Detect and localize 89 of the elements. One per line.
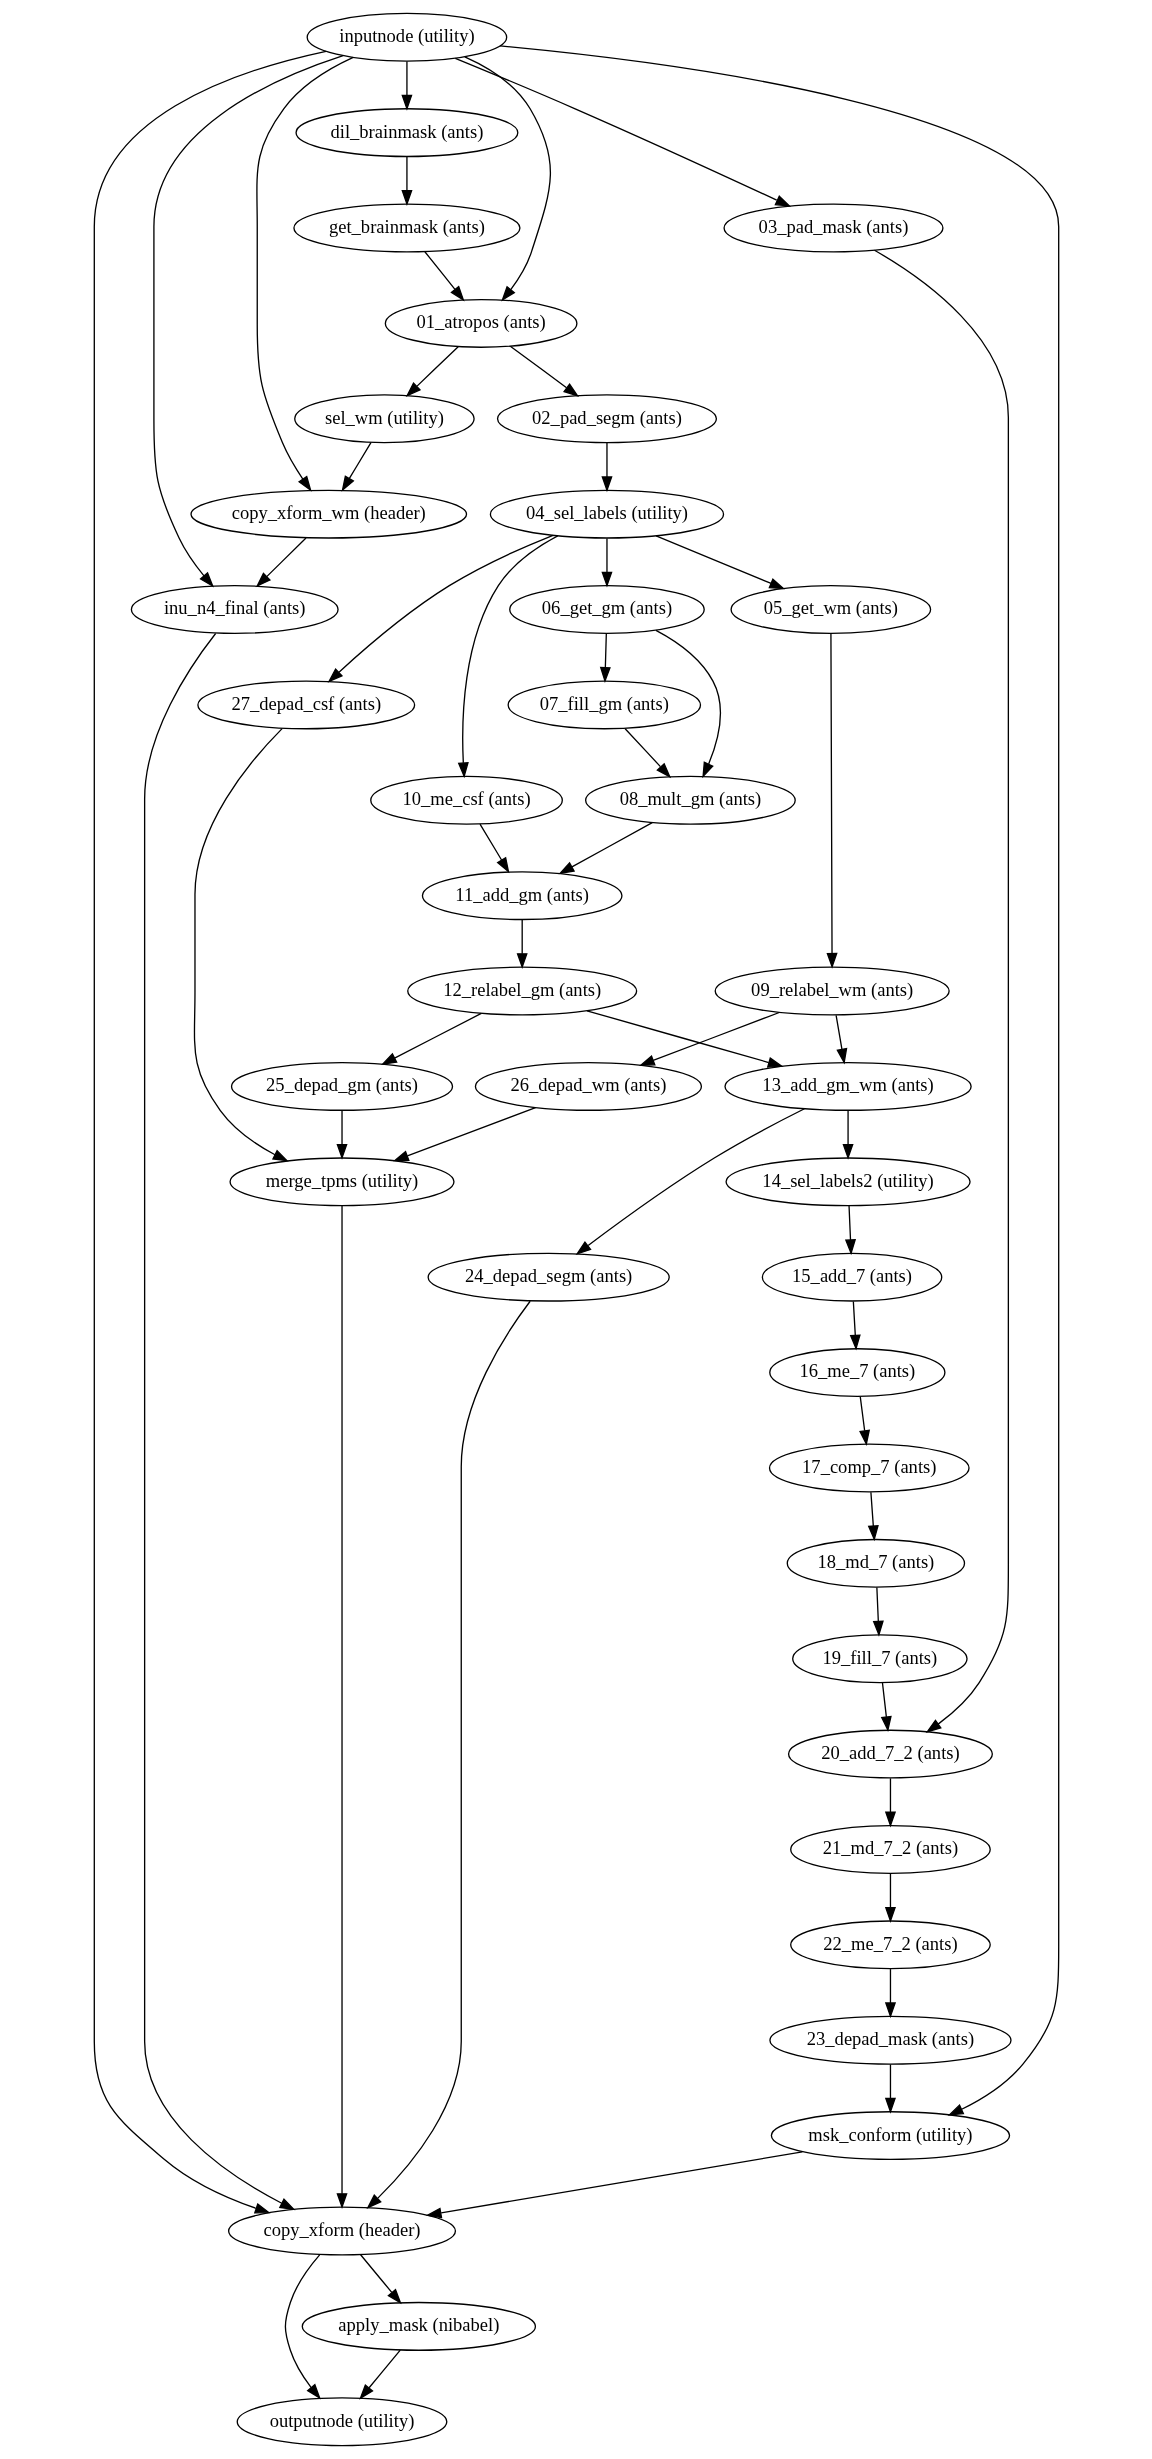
node-ellipse: dil_brainmask (ants) <box>294 108 518 158</box>
node-ellipse: 10_me_csf (ants) <box>369 775 563 825</box>
arrow <box>844 1205 856 1256</box>
arrow <box>654 629 721 779</box>
arrow <box>557 822 653 875</box>
arrow <box>849 1300 861 1351</box>
node-ellipse: apply_mask (nibabel) <box>301 2301 536 2351</box>
node-ellipse: inputnode (utility) <box>306 12 507 62</box>
node-ellipse: 05_get_wm (ants) <box>729 585 931 635</box>
arrow <box>600 537 613 588</box>
node-ellipse: 27_depad_csf (ants) <box>196 680 415 730</box>
node-ellipse: 11_add_gm (ants) <box>421 871 623 921</box>
arrow <box>335 1205 348 2210</box>
arrow <box>842 1110 854 1160</box>
arrow <box>516 919 528 970</box>
node-ellipse: 09_relabel_wm (ants) <box>714 966 950 1016</box>
node-ellipse: 18_md_7 (ants) <box>786 1538 965 1588</box>
arrow <box>884 1968 896 2019</box>
arrow <box>392 1107 536 1162</box>
node-ellipse: copy_xform_wm (header) <box>189 489 467 539</box>
node-ellipse: 04_sel_labels (utility) <box>489 489 724 539</box>
node-ellipse: 22_me_7_2 (ants) <box>789 1920 991 1970</box>
node-ellipse: 06_get_gm (ants) <box>508 585 705 635</box>
arrow <box>255 56 354 492</box>
arrow <box>93 50 327 2214</box>
node-ellipse: 02_pad_segm (ants) <box>496 394 717 444</box>
node-ellipse: 03_pad_mask (ants) <box>722 203 944 253</box>
node-ellipse: 26_depad_wm (ants) <box>474 1061 702 1111</box>
arrow <box>884 1873 896 1923</box>
arrow <box>143 632 296 2211</box>
arrow <box>600 442 613 493</box>
arrow <box>638 1011 780 1066</box>
arrow <box>858 1396 870 1446</box>
node-ellipse: 14_sel_labels2 (utility) <box>724 1157 971 1207</box>
arrow <box>884 1777 896 1828</box>
node-ellipse: 21_md_7_2 (ants) <box>789 1824 991 1874</box>
arrow <box>284 2254 321 2400</box>
arrow <box>255 537 307 588</box>
arrow <box>884 2063 896 2114</box>
node-ellipse: 20_add_7_2 (ants) <box>787 1729 993 1779</box>
arrow <box>405 346 459 397</box>
node-ellipse: 07_fill_gm (ants) <box>507 680 701 730</box>
node-ellipse: msk_conform (utility) <box>770 2111 1010 2161</box>
arrow <box>498 45 1059 2116</box>
arrow <box>509 345 579 397</box>
arrow <box>341 441 372 492</box>
arrow <box>327 534 554 683</box>
arrow <box>335 1110 348 1160</box>
arrow <box>193 727 289 1162</box>
node-ellipse: 23_depad_mask (ants) <box>768 2015 1012 2065</box>
node-ellipse: sel_wm (utility) <box>293 394 475 444</box>
arrow <box>872 1586 884 1637</box>
arrow <box>425 2151 803 2219</box>
node-ellipse: 17_comp_7 (ants) <box>768 1443 970 1493</box>
arrow <box>463 56 551 302</box>
arrow <box>400 156 412 207</box>
arrow <box>358 2349 401 2400</box>
node-ellipse: 15_add_7 (ants) <box>761 1252 942 1302</box>
arrow <box>585 1010 784 1068</box>
arrow <box>825 632 838 969</box>
node-ellipse: 12_relabel_gm (ants) <box>406 966 637 1016</box>
arrow <box>867 1491 879 1542</box>
node-ellipse: 01_atropos (ants) <box>384 298 578 348</box>
node-ellipse: 24_depad_segm (ants) <box>427 1252 670 1302</box>
node-ellipse: outputnode (utility) <box>236 2397 447 2447</box>
arrow <box>478 823 509 874</box>
arrow <box>365 1300 531 2209</box>
arrow <box>834 1014 847 1065</box>
arrow <box>873 249 1009 1733</box>
node-ellipse: merge_tpms (utility) <box>228 1157 455 1207</box>
node-ellipse: 16_me_7 (ants) <box>768 1348 946 1398</box>
arrow <box>359 2254 402 2305</box>
node-ellipse: get_brainmask (ants) <box>292 203 521 253</box>
arrow <box>152 54 344 588</box>
arrow <box>880 1682 892 1733</box>
node-ellipse: inu_n4_final (ants) <box>130 585 339 635</box>
arrow <box>423 251 465 302</box>
arrow <box>599 633 611 683</box>
node-ellipse: 08_mult_gm (ants) <box>584 775 796 825</box>
node-ellipse: 25_depad_gm (ants) <box>230 1061 453 1111</box>
arrow <box>575 1108 805 1255</box>
arrow <box>654 535 785 590</box>
arrow <box>380 1012 482 1066</box>
arrow <box>624 728 671 779</box>
arrow <box>400 60 412 111</box>
node-ellipse: 19_fill_7 (ants) <box>791 1634 968 1684</box>
node-ellipse: 13_add_gm_wm (ants) <box>723 1061 972 1111</box>
arrow <box>457 535 558 779</box>
arrow <box>454 57 791 207</box>
